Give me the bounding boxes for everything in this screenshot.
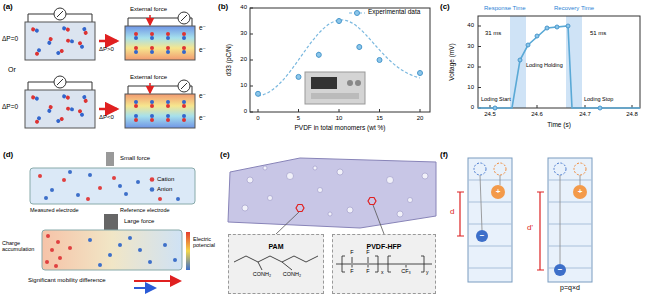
state-label: e⁻ (199, 24, 206, 31)
panel-label: (f) (440, 150, 448, 159)
chemical-group: x (381, 270, 384, 276)
state-label: External force (130, 6, 167, 13)
tick-label: 20 (467, 63, 474, 70)
tick-label: 5 (297, 115, 300, 122)
chemical-group: CF₃ (401, 268, 411, 274)
annotation: Reference electrode (120, 207, 170, 213)
structure-box: PVDF-HFP (332, 234, 436, 294)
state-label: ΔP=0 (2, 35, 18, 42)
annotation: Small force (120, 155, 150, 162)
tick-label: 10 (467, 84, 474, 91)
annotation: Electric potencial (193, 236, 221, 249)
panel-label: (a) (3, 2, 13, 11)
state-label: Or (8, 66, 16, 74)
tick-label: 10 (240, 82, 247, 89)
axis-title: d33 (pC/N) (225, 44, 232, 76)
formula: p=q×d (560, 284, 580, 292)
tick-label: 40 (467, 22, 474, 29)
state-label: ΔP=0 (2, 103, 18, 110)
axis-title: Voltage (mV) (448, 43, 455, 81)
tick-label: 24.5 (484, 111, 496, 118)
annotation: Measured electrode (30, 207, 79, 213)
chemical-group: F (350, 268, 353, 274)
charge-sign: + (496, 187, 501, 196)
annotation: Recovery Time (554, 5, 594, 12)
chemical-group: F (366, 249, 369, 255)
chemical-group: F (350, 249, 353, 255)
box-title: PVDF-HFP (367, 243, 402, 250)
box-title: PAM (268, 243, 283, 250)
annotation: Significant mobility difference (28, 277, 106, 284)
panel-label: (d) (3, 150, 13, 159)
panel-label: (b) (218, 2, 228, 11)
state-label: e⁻ (199, 46, 206, 53)
annotation: Anion (157, 186, 172, 193)
tick-label: 40 (240, 4, 247, 11)
annotation: Loding Holding (526, 62, 563, 68)
charge-sign: + (578, 187, 583, 196)
panel-label: (c) (440, 2, 450, 11)
state-label: ΔP>0 (99, 46, 114, 53)
chemical-group: CONH₂ (253, 271, 271, 277)
annotation: 51 ms (590, 30, 606, 37)
state-label: e⁻ (199, 92, 206, 99)
state-label: External force (130, 74, 167, 81)
tick-label: 24.6 (531, 111, 543, 118)
tick-label: 0 (256, 115, 259, 122)
panel-label: (e) (220, 150, 230, 159)
charge-sign: − (558, 265, 563, 274)
tick-label: 24.8 (626, 111, 638, 118)
annotation: Cation (157, 176, 174, 183)
charge-sign: − (480, 231, 485, 240)
legend-text: Experimental data (368, 8, 420, 15)
annotation: Charge accumulation (2, 240, 40, 253)
tick-label: 20 (417, 115, 424, 122)
tick-label: 30 (467, 43, 474, 50)
legend-sample (349, 9, 365, 17)
tick-label: 20 (240, 56, 247, 63)
state-label: ΔP<0 (99, 114, 114, 121)
annotation: Loding Start (481, 96, 511, 102)
tick-label: 30 (240, 30, 247, 37)
tick-label: 0 (471, 104, 474, 111)
state-label: e⁻ (199, 114, 206, 121)
structure-box: PAM (228, 234, 324, 294)
axis-title: PVDF in total monomers (wt %) (294, 124, 385, 131)
tick-label: 24.7 (579, 111, 591, 118)
annotation: Response Time (484, 5, 526, 12)
tick-label: 15 (376, 115, 383, 122)
chemical-group: y (426, 270, 429, 276)
tick-label: 10 (336, 115, 343, 122)
chemical-group: CONH₂ (283, 271, 301, 277)
axis-title: Time (s) (547, 121, 571, 128)
annotation: Large force (124, 218, 154, 225)
tick-label: 0 (244, 108, 247, 115)
chemical-group: F (366, 268, 369, 274)
distance-label: d' (527, 223, 533, 232)
annotation: 31 ms (485, 30, 501, 37)
annotation: Loding Stop (584, 96, 613, 102)
distance-label: d (450, 207, 454, 216)
